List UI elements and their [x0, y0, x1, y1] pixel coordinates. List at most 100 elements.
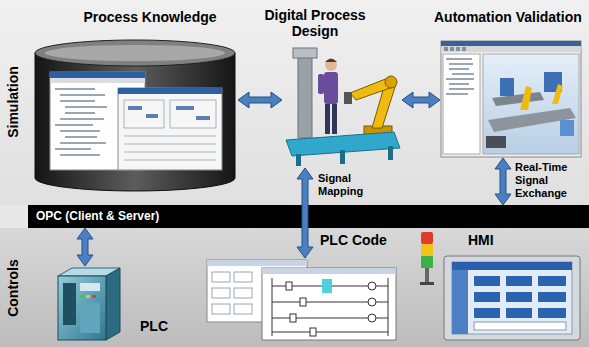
plc-code-screens-part-part	[212, 272, 230, 282]
plc-code-screens-part	[272, 278, 388, 336]
plc-code-screens-part-part	[272, 286, 388, 287]
plc-hardware-part	[58, 268, 120, 276]
simulation-screenshot-part-part	[449, 63, 473, 65]
simulation-screenshot	[441, 41, 581, 157]
database-cylinder	[35, 40, 235, 191]
simulation-band: SimulationProcess KnowledgeDigital Proce…	[0, 0, 589, 205]
robot-cell-illustration-part	[296, 154, 301, 166]
database-cylinder-part-part	[124, 160, 216, 161]
opc-bar: OPC (Client & Server)	[28, 205, 589, 228]
plc-code-screens-part-part	[234, 272, 252, 282]
database-cylinder-part	[50, 72, 145, 170]
stack-light-part	[421, 244, 433, 256]
robot-cell-illustration-part	[324, 72, 338, 104]
plc-code-screens-part	[207, 260, 307, 266]
hmi-panel-part	[444, 256, 580, 340]
robot-cell-illustration-part	[318, 74, 324, 94]
edge-label: Real-Time Signal Exchange	[515, 161, 587, 200]
database-cylinder-part-part	[65, 112, 95, 114]
database-cylinder-part-part	[196, 116, 210, 120]
database-cylinder-part-part	[60, 154, 100, 156]
node-title: PLC	[140, 318, 168, 334]
plc-code-screens-part-part	[368, 298, 376, 306]
plc-hardware-part	[106, 268, 120, 340]
database-cylinder-part-part	[55, 88, 95, 90]
plc-code-screens-part-part	[368, 282, 376, 290]
database-cylinder-part	[45, 45, 225, 61]
simulation-screenshot-part	[520, 86, 532, 110]
hmi-panel-part-part	[474, 308, 500, 318]
process-knowledge-node: Process Knowledge	[32, 40, 238, 192]
hmi-panel-part-part	[538, 276, 566, 286]
simulation-screenshot-part	[544, 72, 562, 92]
plc-hardware-part	[80, 303, 100, 333]
simulation-screenshot-part	[492, 92, 544, 106]
robot-cell-illustration-part	[350, 78, 396, 100]
node-title: Digital Process Design	[256, 7, 374, 39]
simulation-screenshot-part-part	[444, 47, 448, 51]
simulation-screenshot-part-part	[452, 73, 474, 75]
robot-cell-illustration-part	[372, 80, 396, 128]
hmi-panel	[444, 256, 580, 340]
double-arrow	[297, 168, 313, 258]
plc-code-screens-part	[262, 268, 396, 274]
robot-cell-illustration-part	[332, 104, 337, 134]
plc-code-screens-part-part	[234, 288, 252, 298]
robot-cell-illustration-part	[388, 146, 393, 160]
simulation-screenshot-part	[446, 58, 474, 95]
database-cylinder-part-part	[55, 124, 93, 126]
simulation-screenshot-part-part	[446, 58, 472, 60]
robot-cell-illustration-part	[298, 50, 312, 138]
simulation-screenshot-part	[443, 54, 480, 154]
database-cylinder-part	[118, 88, 222, 170]
plc-hardware	[58, 268, 120, 340]
simulation-screenshot-part	[483, 54, 579, 154]
stack-light	[420, 232, 434, 285]
plc-code-screens	[207, 260, 396, 340]
hmi-node: HMI	[440, 254, 582, 342]
database-cylinder-part-part	[60, 100, 95, 102]
plc-code-screens-part	[286, 282, 376, 336]
database-cylinder-part-part	[170, 100, 216, 128]
robot-cell-illustration	[286, 48, 400, 166]
simulation-screenshot-part	[552, 84, 563, 104]
plc-hardware-part	[80, 295, 84, 298]
plc-code-screens-part	[212, 272, 252, 314]
plc-code-screens-part-part	[212, 304, 230, 314]
hmi-panel-part	[452, 262, 572, 270]
controls-band: ControlsPLCPLC CodeHMI	[0, 228, 589, 347]
database-cylinder-part	[118, 88, 222, 94]
simulation-screenshot-part-part	[449, 83, 469, 85]
plc-code-screens-part-part	[272, 318, 388, 319]
plc-hardware-part	[86, 295, 90, 298]
node-title: Process Knowledge	[84, 9, 217, 25]
double-arrow	[402, 92, 440, 108]
database-cylinder-part-part	[124, 136, 216, 137]
simulation-screenshot-part-part	[449, 88, 474, 90]
database-cylinder-part-part	[124, 152, 216, 153]
double-arrow	[77, 228, 93, 266]
simulation-screenshot-part-part	[446, 93, 468, 95]
database-cylinder-part	[50, 78, 145, 83]
plc-code-screens-part-part	[272, 302, 388, 303]
plc-node: PLC	[50, 266, 130, 342]
database-cylinder-part-part	[128, 106, 142, 110]
plc-code-screens-part-part	[272, 332, 388, 333]
plc-code-screens-part-part	[300, 298, 306, 306]
simulation-screenshot-part-part	[462, 47, 466, 51]
database-cylinder-part-part	[65, 106, 107, 108]
simulation-screenshot-part-part	[446, 78, 474, 80]
hmi-panel-part-part	[506, 276, 532, 286]
hmi-panel-part	[452, 262, 572, 334]
simulation-screenshot-part	[441, 41, 581, 46]
simulation-screenshot-part	[441, 41, 581, 157]
node-title: HMI	[468, 232, 494, 248]
stack-light-part	[421, 232, 433, 244]
database-cylinder-part	[124, 100, 216, 160]
database-cylinder-part-part	[176, 106, 194, 110]
plc-hardware-part	[63, 283, 76, 325]
database-cylinder-part	[128, 106, 210, 120]
automation-validation-node: Automation Validation	[440, 40, 582, 158]
